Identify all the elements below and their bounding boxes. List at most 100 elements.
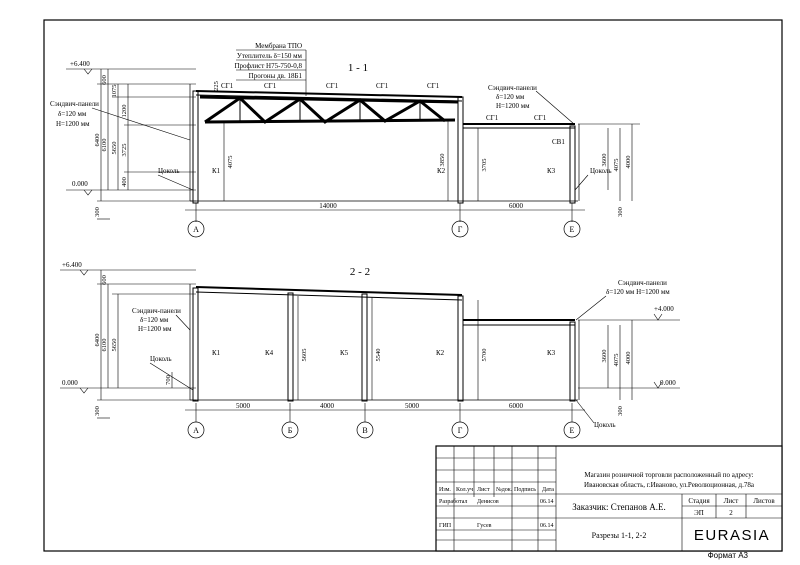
left-dimensions-2 (97, 270, 196, 419)
dim-label: 400 (121, 177, 128, 187)
column-dim-labels-1: 4075 3850 3705 3600 4075 4000 300 (227, 154, 632, 217)
truss-label: СГ1 (376, 82, 389, 90)
span-label: 4000 (320, 402, 335, 410)
dim-label: 5650 (111, 339, 118, 352)
roof-layer: Утеплитель δ=150 мм (237, 52, 303, 60)
axis-label: А (193, 225, 199, 234)
truss-label: СГ1 (486, 114, 499, 122)
dim-label: 300 (94, 406, 101, 416)
dim-label: 700 (165, 375, 172, 385)
column-labels-1: К1 К2 К3 (212, 167, 556, 175)
dim-label: 4075 (613, 159, 620, 172)
tb-header: Кол.уч (456, 487, 473, 493)
dim-label: 5605 (301, 349, 308, 362)
sandwich-left: δ=120 мм (140, 316, 169, 324)
eurasia-logo: EURASIA (694, 527, 770, 544)
tb-project: Магазин розничной торговли расположенный… (584, 471, 753, 479)
span-label: 6000 (509, 402, 524, 410)
column-label: К1 (212, 167, 221, 175)
tb-developed-date: 06.14 (540, 499, 554, 505)
sheet-frame (43, 19, 783, 552)
sandwich-left: Н=1200 мм (138, 325, 172, 333)
column-dims-1 (223, 120, 640, 201)
section-2-title: 2 - 2 (350, 266, 370, 278)
axis-label: Г (458, 225, 463, 234)
level-zero-left: 0.000 (62, 379, 78, 387)
tb-project: Ивановская область, г.Иваново, ул.Револю… (584, 481, 755, 489)
tb-header: Подпись (514, 487, 536, 493)
span-label: 6000 (509, 202, 524, 210)
dim-label: 5540 (375, 349, 382, 362)
section-2-2: 2 - 2 +6.400 0.000 +4.000 0.000 (60, 261, 680, 439)
dim-label: 600 (101, 275, 108, 285)
tb-gip-date: 06.14 (540, 523, 554, 529)
truss-labels-1: СГ1 СГ1 СГ1 СГ1 СГ1 СГ1 СГ1 СВ1 (221, 82, 565, 146)
dim-label: 4000 (625, 156, 632, 169)
column-label: К2 (436, 349, 445, 357)
level-zero-right: 0.000 (660, 379, 676, 387)
roof-layer: Прогоны дв. 18Б1 (249, 72, 303, 80)
axis-label: Б (288, 426, 293, 435)
roof-layer: Профлист Н75-750-0,8 (234, 62, 302, 70)
dim-label: 300 (617, 207, 624, 217)
beam-label: СВ1 (552, 138, 565, 146)
truss-label: СГ1 (534, 114, 547, 122)
dim-label: 6400 (94, 334, 101, 347)
tb-stage-label: Стадия (688, 497, 710, 505)
span-label: 14000 (319, 202, 337, 210)
column-labels-2: К1 К4 К5 К2 К3 (212, 349, 556, 357)
plinth-right: Цоколь (594, 421, 616, 429)
span-label: 5000 (236, 402, 251, 410)
frame-structure-2 (189, 284, 580, 402)
axis-label: В (362, 426, 367, 435)
column-label: К4 (265, 349, 274, 357)
sandwich-left: Сэндвич-панели (132, 307, 181, 315)
truss-label: СГ1 (427, 82, 440, 90)
section-1-1: 1 - 1 Мембрана ТПО Утеплитель δ=150 мм П… (50, 42, 640, 238)
dim-label: 5700 (481, 349, 488, 362)
tb-customer: Заказчик: Степанов А.Е. (572, 502, 666, 512)
dim-label: 300 (617, 406, 624, 416)
column-label: К2 (437, 167, 446, 175)
dim-label: 3600 (601, 350, 608, 363)
roof-layer: Мембрана ТПО (255, 42, 302, 50)
dim-label: 4075 (227, 156, 234, 169)
level-zero: 0.000 (72, 180, 88, 188)
format-label: Формат А3 (708, 551, 749, 560)
sandwich-left: δ=120 мм (58, 110, 87, 118)
column-label: К1 (212, 349, 221, 357)
span-dims-1: 14000 6000 (185, 202, 585, 222)
truss-label: СГ1 (264, 82, 277, 90)
sandwich-left: Н=1200 мм (56, 120, 90, 128)
tb-developed-name: Денисов (477, 499, 499, 505)
axis-markers-2: А Б В Г Е (187, 421, 581, 439)
dim-label: 4000 (625, 352, 632, 365)
level-annex: +4.000 (654, 305, 674, 313)
sandwich-right: Сэндвич-панели (618, 279, 667, 287)
dim-label: 5650 (111, 142, 118, 155)
tb-drawing-title: Разрезы 1-1, 2-2 (592, 531, 647, 540)
left-dim-labels-2: 600 6100 6400 5650 700 300 (94, 275, 172, 416)
sandwich-left: Сэндвич-панели (50, 100, 99, 108)
tb-gip-name: Гусев (477, 523, 492, 529)
dim-label: 1200 (121, 105, 128, 118)
roof-layers-callout: Мембрана ТПО Утеплитель δ=150 мм Профлис… (234, 42, 307, 96)
section-1-title: 1 - 1 (348, 62, 368, 74)
dim-label: 300 (94, 207, 101, 217)
column-label: К3 (547, 167, 556, 175)
frame-structure-1 (189, 84, 580, 204)
left-dim-labels-1: 600 6100 6400 1075 1200 5650 3725 400 30… (94, 75, 220, 217)
axis-label: А (193, 426, 199, 435)
column-dim-labels-2: 5605 5540 5700 3600 4075 4000 300 (301, 349, 632, 416)
tb-stage-value: ЭП (694, 509, 704, 517)
tb-sheet-label: Лист (724, 497, 739, 505)
tb-header: №док. (496, 487, 513, 493)
axis-label: Е (570, 426, 575, 435)
dim-label: 4075 (613, 354, 620, 367)
dim-label: 3850 (439, 154, 446, 167)
dim-label: 225 (213, 81, 220, 91)
level-top: +6.400 (62, 261, 82, 269)
tb-sheet-value: 2 (729, 509, 733, 517)
column-label: К5 (340, 349, 349, 357)
